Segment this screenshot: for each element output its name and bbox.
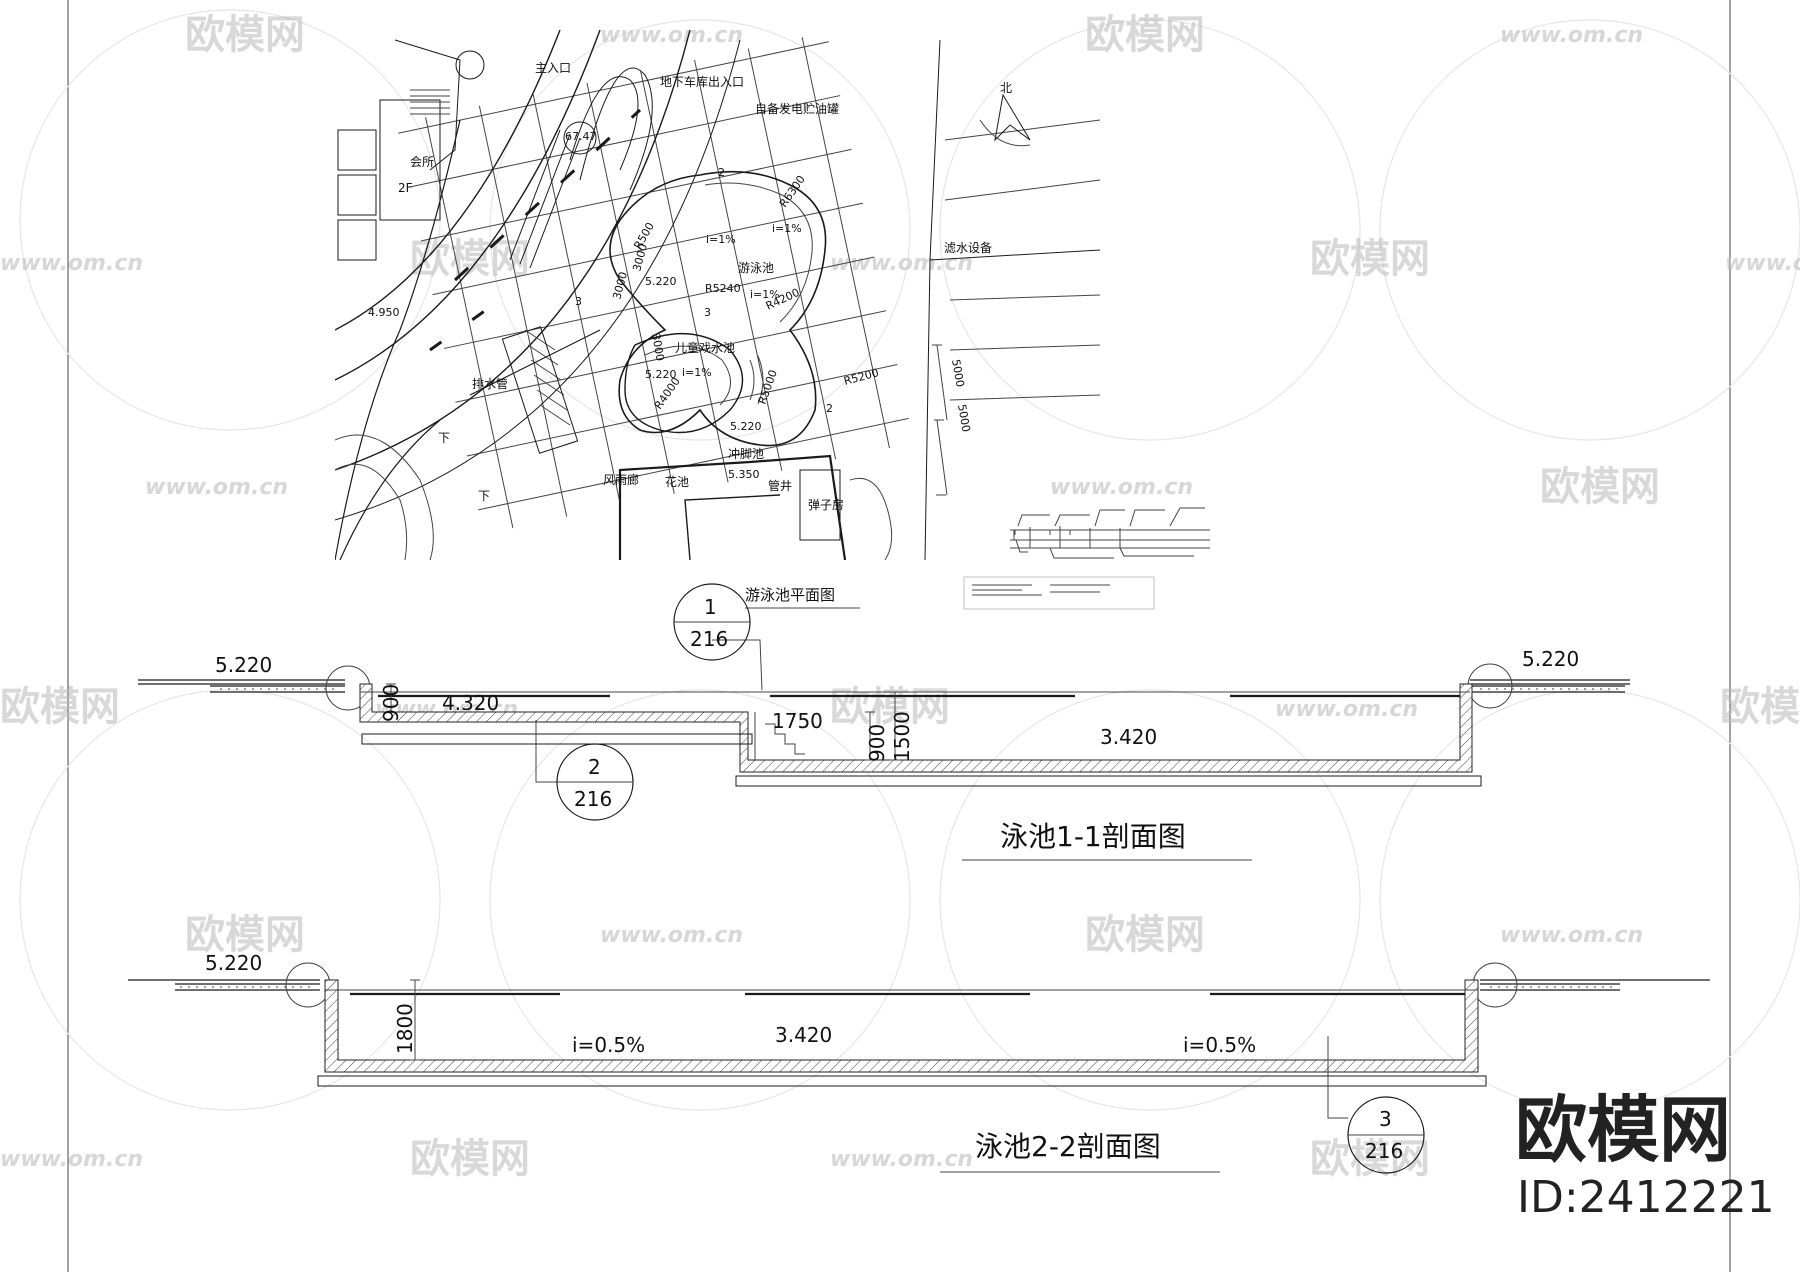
plan-label-pump-room: 弹子房 (808, 497, 844, 512)
plan-level: 67.47 (565, 130, 597, 143)
watermark-brand: 欧模网 (1310, 236, 1430, 282)
callout-sheet: 216 (1365, 1139, 1403, 1163)
section-1-1-level: 4.320 (442, 691, 499, 715)
watermark-brand: 欧模网 (1310, 1136, 1430, 1182)
plan-slope: i=1% (750, 288, 780, 301)
plan-radius: R5200 (842, 366, 880, 388)
watermark-brand: 欧模网 (185, 12, 305, 58)
plan-grid-mark: 3 (575, 295, 582, 308)
plan-grid-mark: 2 (826, 402, 833, 415)
plan-label-pipe-well: 管井 (768, 478, 792, 493)
plan-label-clubhouse: 会所 (410, 155, 434, 169)
plan-label-2f: 2F (398, 181, 413, 195)
brand-logo-text: 欧模网 (1515, 1088, 1731, 1172)
section-1-1-title: 泳池1-1剖面图 (1000, 820, 1186, 853)
plan-label-generator-tank: 自备发电贮油罐 (755, 101, 839, 116)
watermark-brand: 欧模网 (1540, 464, 1660, 510)
section-1-1-dim-step-length: 1750 (772, 709, 823, 733)
plan-label-swimming-pool: 游泳池 (738, 261, 774, 275)
plan-level: 4.950 (368, 306, 400, 319)
section-1-1: 5.220 5.220 4.320 3.420 900 1750 900 150… (138, 583, 1630, 861)
plan-grid-mark: 3 (704, 306, 711, 319)
watermark-url: www.om.cn (1275, 697, 1418, 722)
brand-block: 欧模网 ID:2412221 (1515, 1088, 1775, 1223)
plan-radius: R6300 (777, 173, 808, 210)
watermark-brand: 欧模网 (185, 912, 305, 958)
watermark-brand: 欧模网 (1720, 684, 1800, 730)
plan-label-drain-pipe: 排水管 (472, 376, 508, 391)
brand-id: ID:2412221 (1517, 1172, 1775, 1223)
plan-caption: 游泳池平面图 (745, 586, 835, 604)
watermark-url: www.om.cn (145, 475, 288, 500)
section-2-2-slope: i=0.5% (572, 1033, 645, 1057)
watermark-circles (19, 9, 1800, 1111)
detail-thumbnail (963, 507, 1210, 610)
callout-number: 1 (704, 595, 717, 619)
watermark-url: www.om.cn (600, 923, 743, 948)
plan-label-canopy: 风雨廊 (603, 472, 639, 487)
plan-dim: 5000 (955, 403, 973, 433)
callout-sheet: 216 (690, 627, 728, 651)
plan-label-garage-exit: 地下车库出入口 (660, 74, 744, 89)
plan-level: 5.220 (730, 420, 762, 433)
plan-radius: R5240 (705, 282, 741, 295)
plan-label-main-entrance: 主入口 (535, 61, 571, 75)
watermark-url: www.om.cn (0, 251, 143, 276)
site-plan: 主入口 地下车库出入口 自备发电贮油罐 会所 2F 游泳池 儿童戏水池 冲脚池 … (335, 29, 1101, 609)
section-1-1-level: 3.420 (1100, 725, 1157, 749)
plan-label-down: 下 (438, 431, 450, 445)
section-1-1-dim-step-drop: 900 (865, 724, 889, 762)
section-1-1-level: 5.220 (1522, 647, 1579, 671)
plan-slope: i=1% (772, 222, 802, 235)
watermark-brand: 欧模网 (1085, 12, 1205, 58)
section-1-1-level: 5.220 (215, 653, 272, 677)
watermark-url: www.om.cn (1050, 475, 1193, 500)
watermark-brand: 欧模网 (0, 684, 120, 730)
section-2-2-title: 泳池2-2剖面图 (975, 1130, 1161, 1163)
watermark-url: www.om.cn (1500, 923, 1643, 948)
section-1-1-dim-shallow: 900 (379, 684, 403, 722)
callout-number: 3 (1379, 1107, 1392, 1131)
plan-label-foot-bath: 冲脚池 (728, 446, 764, 461)
plan-level: 5.220 (645, 368, 677, 381)
section-2-2-level: 3.420 (775, 1023, 832, 1047)
watermark-brand: 欧模网 (410, 1136, 530, 1182)
watermark-layer: 欧模网 欧模网 欧模网 欧模网 欧模网 欧模网 欧模网 欧模网 欧模网 欧模网 … (0, 9, 1800, 1182)
watermark-url: www.om.cn (0, 1147, 143, 1172)
plan-label-north: 北 (1000, 81, 1012, 95)
plan-grid-mark: 2 (718, 166, 725, 179)
plan-level: 5.220 (645, 275, 677, 288)
section-2-2-slope: i=0.5% (1183, 1033, 1256, 1057)
section-2-2-level: 5.220 (205, 951, 262, 975)
paving-grid (398, 37, 909, 529)
section-2-2: 5.220 3.420 1800 i=0.5% i=0.5% 3 216 泳池2… (128, 951, 1710, 1174)
section-2-2-dim-depth: 1800 (393, 1003, 417, 1054)
watermark-url: www.om.cn (600, 23, 743, 48)
plan-label-kids-pool: 儿童戏水池 (675, 340, 735, 355)
plan-label-flower-bed: 花池 (665, 474, 689, 489)
plan-label-filter-equipment: 滤水设备 (944, 241, 992, 255)
callout-sheet: 216 (574, 787, 612, 811)
watermark-url: www.om.cn (830, 1147, 973, 1172)
plan-slope: i=1% (706, 233, 736, 246)
plan-linework (335, 29, 1101, 560)
sheet-frame (67, 0, 1731, 1272)
plan-label-down: 下 (478, 489, 490, 503)
callout-number: 2 (588, 755, 601, 779)
watermark-url: www.om.cn (1725, 251, 1800, 276)
plan-dim: 3000 (649, 332, 667, 362)
watermark-url: www.om.cn (830, 251, 973, 276)
watermark-brand: 欧模网 (1085, 912, 1205, 958)
watermark-url: www.om.cn (1500, 23, 1643, 48)
plan-slope: i=1% (682, 366, 712, 379)
section-1-1-dim-deep: 1500 (890, 711, 914, 762)
plan-radius: R5000 (756, 368, 780, 406)
plan-level: 5.350 (728, 468, 760, 481)
plan-dim: 3000 (610, 270, 630, 300)
plan-dim: 5000 (949, 358, 967, 388)
